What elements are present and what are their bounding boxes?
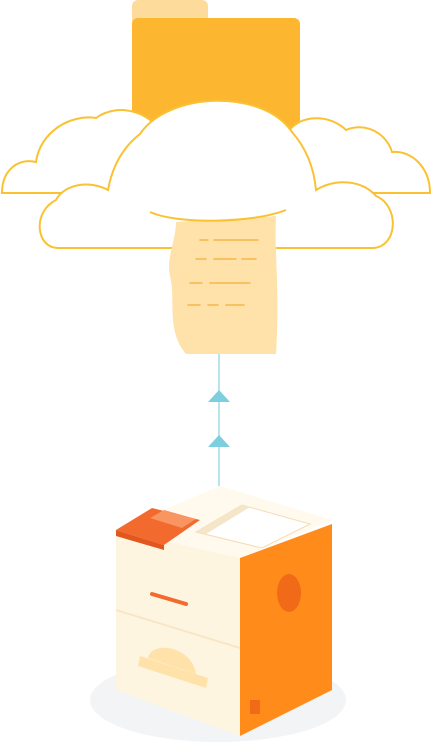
cloud-back-outline-right — [287, 117, 431, 194]
document-text-lines — [187, 239, 259, 306]
printer-paper-shade — [196, 505, 250, 534]
upload-connector — [208, 354, 230, 486]
printer-front — [116, 530, 240, 736]
document-top-curl — [149, 209, 287, 222]
arrow-up-icon — [208, 435, 230, 447]
cloud-main — [38, 99, 394, 249]
printer-front-divider — [115, 609, 241, 649]
printer-icon — [90, 486, 346, 742]
arrow-up-icon — [208, 390, 230, 402]
printer-tray-handle — [138, 656, 208, 688]
printer-tray-handle-arc — [148, 647, 196, 674]
document-icon — [149, 209, 287, 354]
printer-side-port — [250, 700, 260, 714]
printer-side-button — [277, 574, 301, 612]
printer-control-panel-edge — [116, 530, 164, 550]
printer-side — [240, 524, 332, 736]
cloud-icon — [0, 99, 431, 249]
document-paper — [169, 216, 278, 354]
printer-output-slot — [150, 592, 188, 606]
printer-control-panel-screen — [150, 510, 196, 528]
